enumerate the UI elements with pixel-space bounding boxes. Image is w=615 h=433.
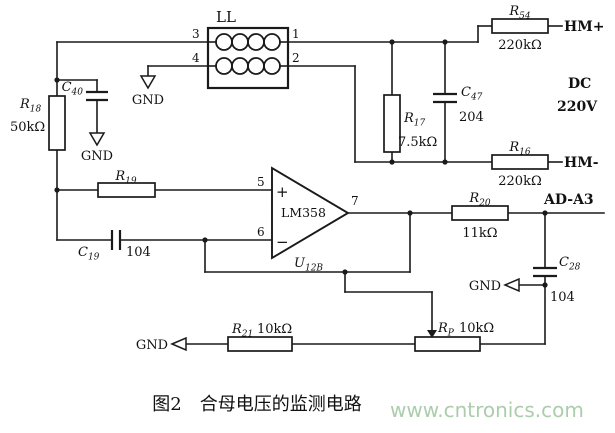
- capacitors: [86, 90, 557, 278]
- resistor-r54: [491, 18, 549, 34]
- resistor-r21: [227, 336, 293, 352]
- opamp-plus-sign: +: [276, 183, 289, 201]
- terminal-hm-minus: HM-: [564, 155, 599, 171]
- r21-ref: R21: [231, 322, 253, 340]
- ground-triangle-bottom: [170, 336, 187, 352]
- capacitor-c28: [533, 266, 557, 278]
- c19-value: 104: [126, 245, 151, 260]
- r21-value: 10kΩ: [257, 322, 292, 337]
- transformer-ll: [206, 26, 290, 90]
- r18-value: 50kΩ: [10, 120, 45, 135]
- gnd-label-c40: GND: [81, 149, 113, 164]
- resistors: [48, 18, 549, 352]
- capacitor-c40: [86, 90, 108, 102]
- terminal-hm-plus: HM+: [564, 19, 604, 35]
- ground-triangle-c28: [503, 277, 520, 293]
- resistor-r18: [48, 95, 66, 151]
- opamp-ref: U12B: [294, 256, 323, 274]
- r54-value: 220kΩ: [498, 38, 541, 53]
- pin-3-label: 3: [192, 27, 200, 41]
- winding-bottom: [215, 57, 281, 75]
- r18-ref: R18: [19, 97, 42, 115]
- resistor-r17: [383, 94, 401, 153]
- c47-ref: C47: [461, 85, 483, 103]
- figure-caption: 图2 合母电压的监测电路: [152, 394, 361, 415]
- resistor-r19: [97, 182, 156, 198]
- resistor-r20: [451, 205, 509, 221]
- transformer-label: LL: [216, 8, 236, 26]
- r20-value: 11kΩ: [462, 226, 497, 241]
- resistor-r16: [491, 154, 549, 170]
- opamp-part-label: LM358: [281, 205, 326, 220]
- pin-2-label: 2: [292, 51, 300, 65]
- pin-4-label: 4: [192, 51, 200, 65]
- junction-dots: [54, 39, 548, 288]
- r19-ref: R19: [114, 169, 137, 187]
- opamp-minus-sign: −: [276, 233, 289, 251]
- r17-ref: R17: [403, 111, 426, 129]
- r54-ref: R54: [508, 4, 531, 22]
- pin-1-label: 1: [292, 27, 300, 41]
- winding-top: [215, 33, 281, 51]
- capacitor-c47: [433, 92, 457, 104]
- opamp-pin7-label: 7: [351, 194, 359, 208]
- terminal-ad-a3: AD-A3: [543, 192, 594, 208]
- c19-ref: C19: [78, 245, 100, 263]
- potentiometer-rp: [414, 336, 481, 352]
- watermark-text: www.cntronics.com: [390, 398, 584, 422]
- ground-symbols: [88, 75, 520, 352]
- gnd-label-pin4: GND: [132, 93, 164, 108]
- c40-ref: C40: [62, 80, 84, 98]
- c28-value: 104: [550, 290, 575, 305]
- dc-voltage-label: 220V: [557, 99, 598, 115]
- c28-ref: C28: [559, 255, 581, 273]
- r16-ref: R16: [508, 140, 531, 158]
- rp-ref: RP: [437, 321, 455, 339]
- capacitor-c19: [110, 230, 122, 250]
- ground-triangle-pin4: [139, 75, 157, 90]
- r17-value: 7.5kΩ: [398, 135, 437, 150]
- ground-triangle-c40: [88, 132, 106, 147]
- potentiometer-wiper-arrow: [427, 330, 437, 338]
- r20-ref: R20: [468, 191, 491, 209]
- rp-value: 10kΩ: [459, 321, 494, 336]
- gnd-label-bottom: GND: [136, 338, 168, 353]
- opamp-pin5-label: 5: [257, 175, 265, 189]
- transformer-body: [206, 26, 290, 90]
- c47-value: 204: [459, 110, 484, 125]
- gnd-label-c28: GND: [469, 279, 501, 294]
- dc-label: DC: [568, 76, 591, 92]
- opamp-pin6-label: 6: [257, 225, 265, 239]
- opamp-triangle: [271, 166, 350, 260]
- r16-value: 220kΩ: [498, 174, 541, 189]
